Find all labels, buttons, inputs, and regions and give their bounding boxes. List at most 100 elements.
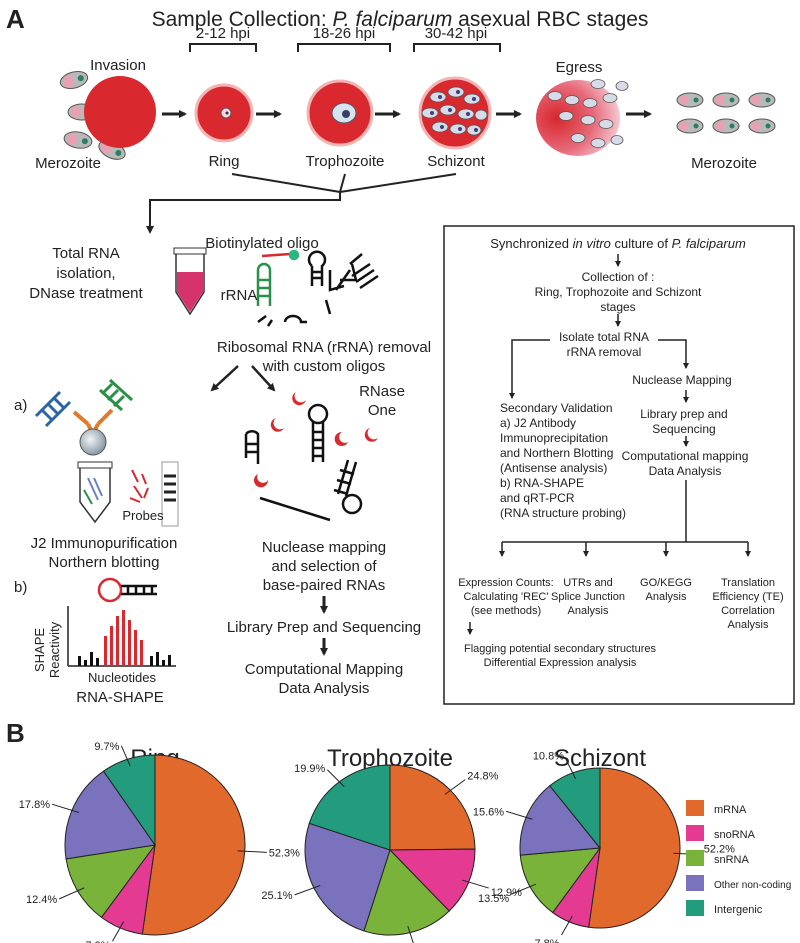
pie-charts: Ring52.3%7.9%12.4%17.8%9.7%Trophozoite24… [19,741,735,943]
pie-slice-schizont-other-non-coding [519,785,601,856]
pie-slice-ring-snrna [65,844,157,919]
flowbox-sec-line8: (RNA structure probing) [500,506,626,520]
rbc-schizont [418,76,492,150]
pie-value-label-ring-1: 7.9% [85,940,110,943]
flowbox-utr-line1: UTRs and [563,577,613,589]
legend-label-snrna: snRNA [714,854,750,866]
flowbox-te-line4: Analysis [728,619,769,631]
arrow-to-j2 [210,365,239,392]
legend-label-mrna: mRNA [714,804,747,816]
pie-slice-trophozoite-other-non-coding [304,822,391,932]
pie-leader-trophozoite-4 [326,769,345,787]
pie-slice-trophozoite-mrna [389,764,476,851]
flowbox-utr-line3: Analysis [568,605,609,617]
flowbox-sec-line4: and Northern Blotting [500,446,613,460]
egress-label: Egress [556,59,603,76]
flowbox-te-line1: Translation [721,577,775,589]
flowbox-lib-line2: Sequencing [652,422,715,436]
workflow-left: Total RNA isolation, DNase treatment Bio… [14,235,431,706]
pie-leader-trophozoite-1 [462,879,489,889]
pie-value-label-trophozoite-4: 19.9% [294,763,325,775]
arrow-to-nuclease [251,365,276,392]
invasion-label: Invasion [90,57,146,74]
legend-label-snorna: snoRNA [714,829,756,841]
pie-leader-schizont-1 [561,915,573,936]
hpi-troph-label: 18-26 hpi [313,25,376,42]
pie-value-label-schizont-2: 13.5% [478,893,509,905]
flowbox-flag-line1: Flagging potential secondary structures [464,643,656,655]
flowbox-border [443,225,795,705]
flowbox-sec-line3: Immunoprecipitation [500,431,608,445]
hpi-ring-label: 2-12 hpi [196,25,250,42]
pie-value-label-trophozoite-3: 25.1% [261,890,292,902]
pie-value-label-schizont-4: 10.8% [533,750,564,762]
pie-leader-trophozoite-3 [294,884,321,896]
computational-line2: Data Analysis [279,680,370,697]
pie-slice-trophozoite-intergenic [308,764,391,851]
pie-leader-schizont-2 [511,883,537,895]
flowbox-lib-line1: Library prep and [640,407,727,421]
pie-value-label-trophozoite-1: 12.9% [491,887,522,899]
nuclease-line3: base-paired RNAs [263,577,386,594]
nuclease-line2: and selection of [271,558,377,575]
legend-swatch-mrna [686,800,704,816]
pie-value-label-trophozoite-0: 24.8% [467,771,498,783]
workflow-flowbox: Synchronized in vitro culture of P. falc… [443,225,795,705]
flowbox-expr-line2: Calculating 'REC' [464,591,549,603]
pie-leader-trophozoite-2 [407,925,414,943]
trophozoite-stage-label: Trophozoite [306,153,385,170]
nucleotides-label: Nucleotides [88,670,156,685]
flowbox-go-line2: Analysis [646,591,687,603]
library-label: Library Prep and Sequencing [227,619,421,636]
total-rna-line3: DNase treatment [29,285,143,302]
pie-slice-schizont-intergenic [549,767,601,850]
pie-value-label-ring-3: 17.8% [19,799,50,811]
pie-leader-ring-1 [112,921,125,942]
flowbox-comp-line1: Computational mapping [622,449,749,463]
pie-slice-ring-intergenic [102,754,156,847]
rnase-digestion-icon [244,392,378,522]
flowbox-flag-line2: Differential Expression analysis [484,657,637,669]
pie-value-label-ring-4: 9.7% [94,741,119,753]
bracket-troph [297,43,391,52]
flowbox-sec-line7: and qRT-PCR [500,491,575,505]
pie-slice-schizont-snrna [519,847,602,914]
ring-stage-label: Ring [209,153,240,170]
pie-slice-trophozoite-snrna [363,849,450,936]
panel-a-title: Sample Collection: P. falciparum asexual… [152,8,649,31]
biotinylated-oligo-label: Biotinylated oligo [205,235,318,252]
flowbox-collection-line2: Ring, Trophozoite and Schizont [535,285,702,299]
rrna-removal-line2: with custom oligos [262,358,386,375]
j2-line1: J2 Immunopurification [31,535,178,552]
flowbox-culture-line: Synchronized in vitro culture of P. falc… [490,236,746,251]
flowbox-expr-line1: Expression Counts: [458,577,553,589]
bracket-schiz [413,43,501,52]
legend-label-intergenic: Intergenic [714,904,763,916]
flowbox-te-line2: Efficiency (TE) [712,591,783,603]
pie-legend: mRNA snoRNA snRNA Other non-coding Inter… [686,800,791,916]
pie-leader-schizont-4 [565,759,576,779]
panel-a-letter: A [6,4,25,34]
pie-slice-schizont-mrna [588,767,681,929]
pie-value-label-schizont-3: 15.6% [473,806,504,818]
total-rna-line2: isolation, [56,265,115,282]
a-label: a) [14,397,27,414]
flowbox-collection-line1: Collection of : [582,270,655,284]
pie-value-label-ring-0: 52.3% [269,847,300,859]
rbc-egress [536,79,629,156]
rna-shape-label: RNA-SHAPE [76,689,164,706]
flowbox-sec-line1: Secondary Validation [500,401,613,415]
panel-b-letter: B [6,718,25,748]
flow-arrow-to-nuclease [658,339,689,369]
sample-tube-icon [173,247,207,316]
flowbox-comp-line2: Data Analysis [649,464,722,478]
flowbox-sec-line5: (Antisense analysis) [500,461,607,475]
shape-ylabel-line2: Reactivity [47,621,62,678]
pie-slice-trophozoite-snorna [388,848,476,912]
stage-convergence-lines [146,173,457,234]
pie-leader-schizont-3 [505,810,533,820]
legend-swatch-intergenic [686,900,704,916]
flowbox-sec-line2: a) J2 Antibody [500,416,576,430]
computational-line1: Computational Mapping [245,661,403,678]
